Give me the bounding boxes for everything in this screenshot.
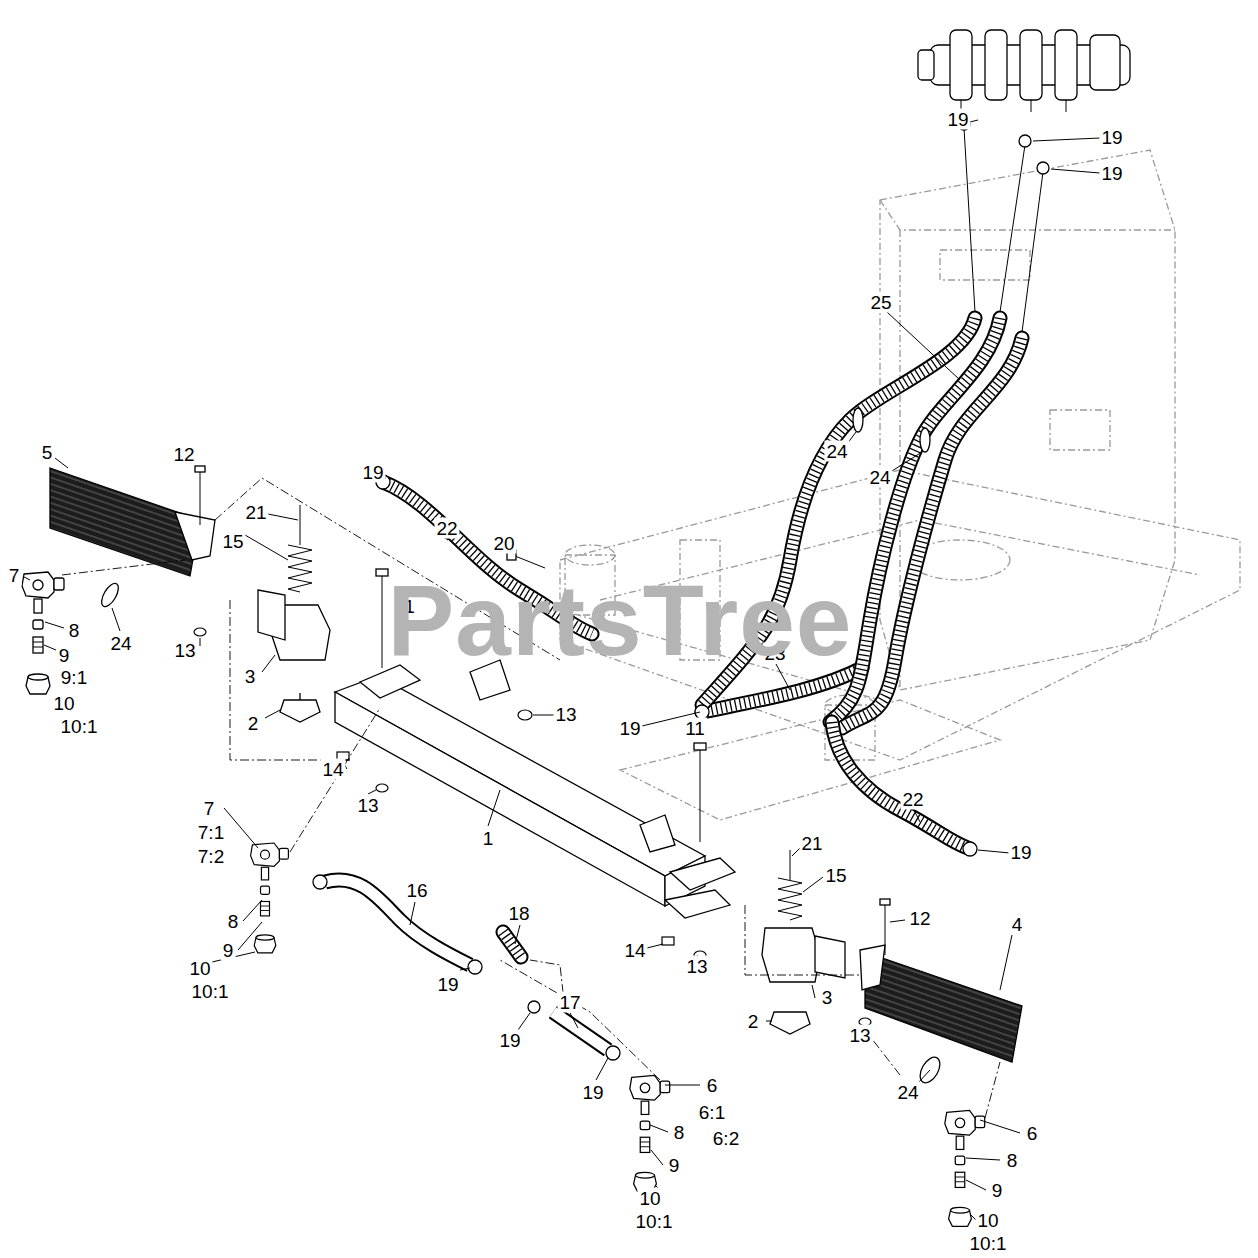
watermark: PartsTree xyxy=(388,570,853,670)
callout-number: 8 xyxy=(67,620,82,641)
callout-number: 9 xyxy=(990,1180,1005,1201)
callout-number: 19 xyxy=(580,1082,605,1103)
callout-number: 19 xyxy=(945,109,970,130)
callout-number: 18 xyxy=(506,903,531,924)
callout-number: 24 xyxy=(824,441,849,462)
callout-number: 6 xyxy=(705,1075,720,1096)
callout-number: 2 xyxy=(246,713,261,734)
callout-number: 19 xyxy=(617,718,642,739)
callout-number: 11 xyxy=(683,718,707,739)
callout-number: 13 xyxy=(684,956,709,977)
callout-number: 9 xyxy=(667,1155,682,1176)
callout-number: 22 xyxy=(434,518,459,539)
callout-number: 19 xyxy=(360,462,385,483)
callout-number: 16 xyxy=(404,880,429,901)
callout-number: 21 xyxy=(243,502,268,523)
callout-number: 4 xyxy=(1010,914,1025,935)
callout-number: 10 xyxy=(187,958,212,979)
callout-number: 25 xyxy=(868,292,893,313)
callout-number: 15 xyxy=(220,531,245,552)
callout-number: 20 xyxy=(491,533,516,554)
callout-number: 10 xyxy=(637,1188,662,1209)
callout-number: 10:1 xyxy=(634,1211,675,1232)
callout-number: 13 xyxy=(847,1025,872,1046)
callout-number: 8 xyxy=(226,911,241,932)
callout-number: 7:2 xyxy=(196,846,226,867)
callout-number: 5 xyxy=(40,442,55,463)
callout-number: 17 xyxy=(557,992,582,1013)
callout-number: 7 xyxy=(7,565,22,586)
callout-number: 12 xyxy=(171,444,196,465)
callout-number: 19 xyxy=(1099,163,1124,184)
callout-number: 9 xyxy=(221,940,236,961)
callout-number: 9:1 xyxy=(59,667,89,688)
callout-number: 13 xyxy=(553,704,578,725)
callout-number: 3 xyxy=(243,666,258,687)
callout-number: 14 xyxy=(320,759,345,780)
callout-number: 10:1 xyxy=(59,716,100,737)
callout-number: 24 xyxy=(867,467,892,488)
callout-number: 21 xyxy=(799,833,824,854)
callout-number: 19 xyxy=(497,1030,522,1051)
callout-number: 15 xyxy=(823,865,848,886)
callout-number: 10 xyxy=(51,693,76,714)
callout-number: 8 xyxy=(1005,1150,1020,1171)
callout-number: 10 xyxy=(975,1210,1000,1231)
callout-number: 6:1 xyxy=(697,1102,727,1123)
callout-number: 14 xyxy=(622,940,647,961)
callout-number: 7:1 xyxy=(196,822,226,843)
callout-number: 10:1 xyxy=(968,1233,1009,1254)
callout-number: 13 xyxy=(172,640,197,661)
callout-number: 7 xyxy=(202,798,217,819)
callout-number: 8 xyxy=(672,1122,687,1143)
callout-number: 2 xyxy=(746,1011,761,1032)
callout-number: 24 xyxy=(108,633,133,654)
callout-number: 9 xyxy=(57,645,72,666)
callout-number: 12 xyxy=(907,908,932,929)
callout-number: 19 xyxy=(1008,842,1033,863)
callout-number: 6:2 xyxy=(711,1128,741,1149)
callout-number: 1 xyxy=(481,828,496,849)
callout-number: 13 xyxy=(355,795,380,816)
callout-number: 24 xyxy=(895,1082,920,1103)
callout-number: 19 xyxy=(1099,127,1124,148)
callout-number: 10:1 xyxy=(190,981,231,1002)
callout-number: 22 xyxy=(900,789,925,810)
callout-number: 6 xyxy=(1025,1123,1040,1144)
valve-block xyxy=(918,30,1130,112)
callout-number: 3 xyxy=(820,987,835,1008)
callout-number: 19 xyxy=(435,974,460,995)
frame-tube xyxy=(335,660,735,918)
